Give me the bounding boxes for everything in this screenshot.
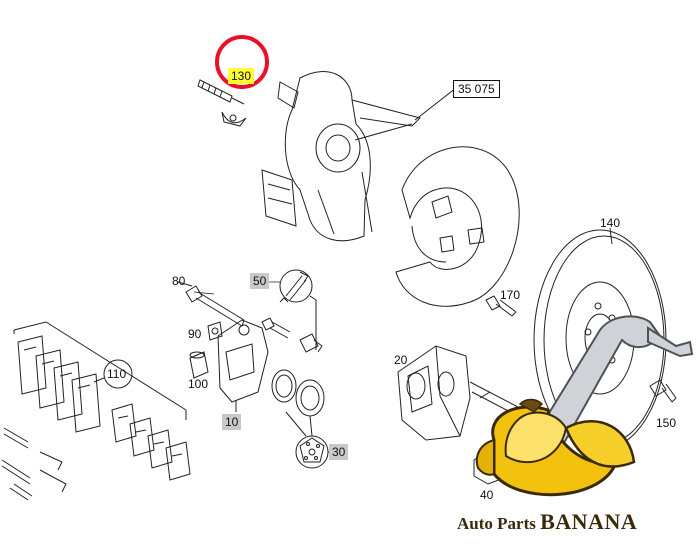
label-20: 20 (394, 353, 408, 367)
label-100: 100 (188, 377, 209, 391)
highlight-circle (215, 35, 269, 89)
caliper-drawing (397, 345, 521, 441)
part-80-drawing (177, 281, 245, 327)
part-90-drawing (207, 321, 223, 341)
rotor-symbol (295, 435, 332, 469)
brand-word-banana: BANANA (540, 509, 638, 534)
label-80: 80 (172, 274, 186, 288)
banana-logo (475, 315, 694, 497)
label-110: 110 (107, 367, 127, 381)
part-170-drawing (485, 295, 517, 317)
seal-rings-drawing (271, 369, 325, 437)
label-140: 140 (600, 216, 621, 230)
part-150-drawing (649, 379, 677, 403)
brake-pads-drawing (13, 321, 187, 433)
label-50: 50 (250, 273, 270, 289)
label-35075: 35 075 (453, 80, 500, 98)
label-30: 30 (329, 444, 349, 460)
dust-shield-drawing (395, 146, 520, 307)
anti-rattle-clips-drawing (111, 403, 191, 481)
brand-watermark: Auto Parts BANANA (457, 509, 637, 535)
label-170: 170 (500, 288, 521, 302)
guide-bolts-drawing (261, 317, 323, 353)
label-10: 10 (222, 414, 242, 430)
brand-word-auto-parts: Auto Parts (457, 514, 541, 533)
pins-drawing (1, 427, 67, 501)
label-150: 150 (656, 416, 677, 430)
wrench-symbol (279, 269, 317, 350)
part-100-drawing (189, 351, 209, 379)
label-90: 90 (188, 327, 202, 341)
steering-knuckle-drawing (261, 71, 421, 242)
part-130-drawing (197, 79, 247, 127)
carrier-10-drawing (217, 319, 269, 412)
label-130: 130 (228, 68, 255, 84)
label-40: 40 (480, 488, 494, 502)
